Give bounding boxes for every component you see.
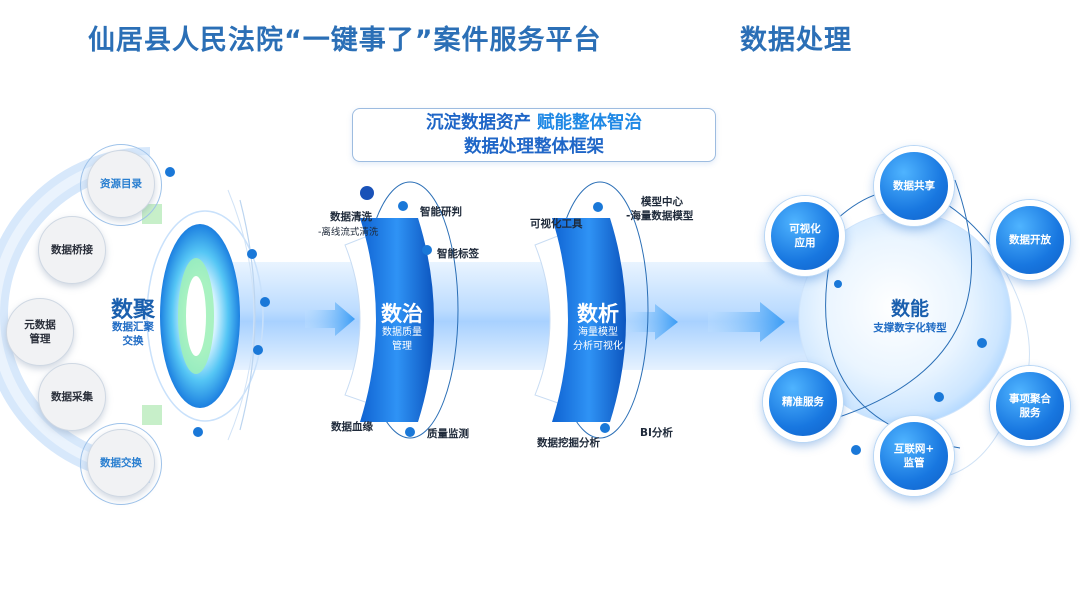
matter-aggregation-node[interactable]: 事项聚合 服务: [990, 366, 1070, 446]
data-cleaning-label: 数据清洗: [330, 211, 372, 223]
quality-monitor-label: 质量监测: [427, 428, 469, 440]
data-mining-label: 数据挖掘分析: [537, 437, 600, 449]
precision-service-node[interactable]: 精准服务: [763, 362, 843, 442]
data-collection-node[interactable]: 数据采集: [38, 363, 106, 431]
metadata-management-node[interactable]: 元数据 管理: [6, 298, 74, 366]
page-title: 仙居县人民法院“一键事了”案件服务平台: [88, 25, 602, 56]
flow-arrow-3: [708, 302, 785, 342]
internet-supervision-node[interactable]: 互联网+ 监管: [874, 416, 954, 496]
model-center-label: 模型中心: [641, 196, 683, 208]
data-sharing-node[interactable]: 数据共享: [874, 146, 954, 226]
stage4-title: 数能: [890, 298, 929, 320]
node-ring: [80, 423, 162, 505]
massive-data-model-label: -海量数据模型: [626, 210, 694, 222]
offline-stream-cleaning-label: -离线流式清洗: [318, 227, 379, 238]
framework-banner: 沉淀数据资产 赋能整体智治 数据处理整体框架: [352, 108, 716, 162]
stage1-title: 数聚: [110, 298, 155, 323]
data-exchange-node[interactable]: 数据交换: [87, 429, 155, 497]
visual-app-node[interactable]: 可视化 应用: [765, 196, 845, 276]
stage1-subtitle: 数据汇聚 交换: [112, 321, 154, 347]
section-title: 数据处理: [740, 25, 852, 56]
stage3-cylinder: [552, 218, 626, 422]
stage4-subtitle: 支撑数字化转型: [873, 322, 947, 334]
stage3-title: 数析: [577, 302, 619, 326]
viz-tool-label: 可视化工具: [530, 218, 583, 230]
smart-tag-label: 智能标签: [437, 248, 479, 260]
stage2-subtitle: 数据质量 管理: [382, 327, 422, 352]
data-bridge-node[interactable]: 数据桥接: [38, 216, 106, 284]
stage3-subtitle: 海量模型 分析可视化: [573, 327, 623, 352]
flow-arrow-2: [625, 304, 678, 340]
banner-line-2: 数据处理整体框架: [464, 137, 604, 157]
stage2-cylinder: [360, 218, 434, 422]
data-open-node[interactable]: 数据开放: [990, 200, 1070, 280]
data-lineage-label: 数据血缘: [331, 421, 373, 433]
bi-analysis-label: BI分析: [640, 427, 673, 439]
banner-line-1: 沉淀数据资产 赋能整体智治: [425, 113, 643, 133]
flow-arrow-1: [305, 302, 355, 336]
node-ring: [80, 144, 162, 226]
resource-catalog-node[interactable]: 资源目录: [87, 150, 155, 218]
stage2-title: 数治: [381, 302, 423, 326]
smart-judgement-label: 智能研判: [420, 206, 462, 218]
